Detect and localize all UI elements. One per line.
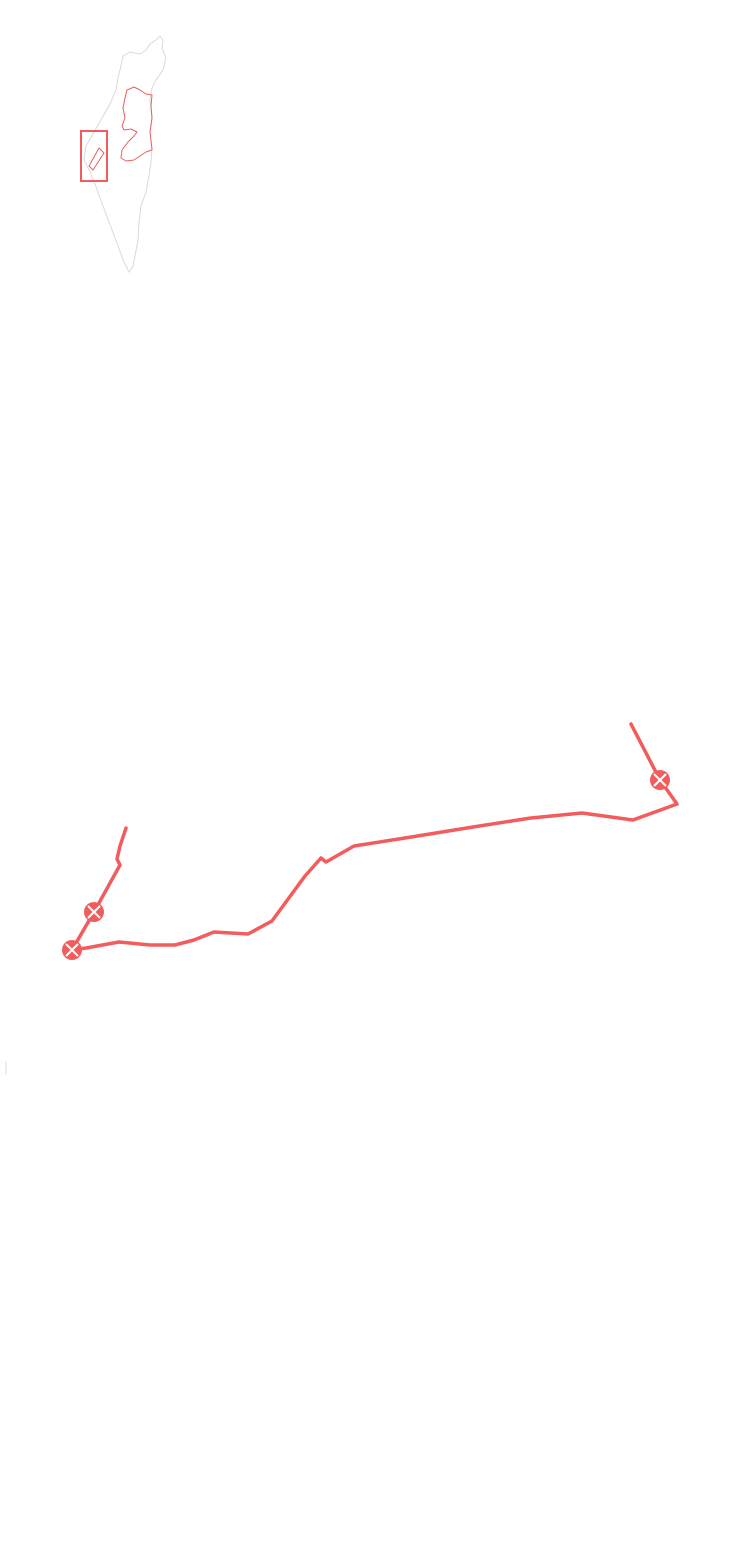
- locator-highlight-box: [80, 130, 108, 182]
- crossed-circle-marker-icon[interactable]: [650, 770, 670, 790]
- region-outline: [120, 86, 153, 162]
- crossed-circle-marker-icon[interactable]: [62, 940, 82, 960]
- route-segment-main: [70, 722, 679, 952]
- country-outline: [83, 35, 167, 273]
- route-segment-left: [70, 826, 128, 952]
- locator-inset: [80, 35, 167, 273]
- strip-outline: [88, 147, 105, 171]
- route-layer: [62, 722, 679, 960]
- crossed-circle-marker-icon[interactable]: [84, 902, 104, 922]
